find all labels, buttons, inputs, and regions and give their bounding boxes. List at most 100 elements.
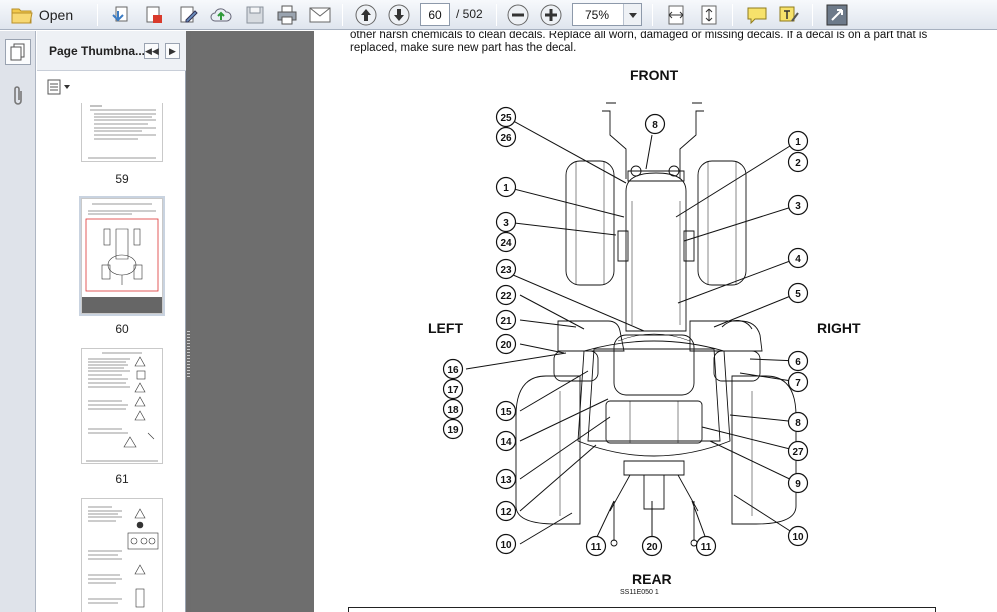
paperclip-icon (14, 86, 22, 105)
toolbar-separator (496, 4, 497, 26)
page-total: / 502 (456, 7, 483, 21)
body-text-line: other harsh chemicals to clean decals. R… (350, 31, 928, 41)
toolbar-separator (342, 4, 343, 26)
email-button[interactable] (307, 3, 333, 27)
highlight-button[interactable] (776, 3, 802, 27)
panel-splitter[interactable] (186, 31, 191, 612)
folder-icon (11, 8, 33, 24)
callout-17: 17 (447, 385, 459, 396)
callout-22: 22 (500, 291, 512, 302)
toolbar-separator (812, 4, 813, 26)
plus-circle-icon (540, 4, 562, 26)
page-preview (82, 199, 162, 313)
edit-button[interactable] (175, 3, 201, 27)
callout-10-right: 10 (792, 532, 804, 543)
thumbnail-page-60[interactable] (81, 198, 163, 314)
page-thumbnails-tab[interactable] (5, 39, 31, 65)
callout-20-left: 20 (500, 340, 512, 351)
callout-4: 4 (795, 254, 801, 265)
pages-icon (10, 43, 25, 61)
callout-8-right: 8 (795, 418, 801, 429)
cloud-upload-icon (210, 8, 232, 22)
callout-9: 9 (795, 479, 801, 490)
highlighter-icon (779, 6, 799, 22)
thumbnails-panel: Page Thumbna... ◀◀ ▶ 59 (37, 31, 217, 612)
callout-13: 13 (500, 475, 512, 486)
figure-code: SS11E050 1 (620, 589, 659, 596)
save-button[interactable] (242, 3, 268, 27)
attachments-tab[interactable] (5, 83, 31, 109)
panel-header: Page Thumbna... ◀◀ ▶ (37, 31, 186, 71)
speech-bubble-icon (747, 7, 767, 25)
body-text-line: replaced, make sure new part has the dec… (350, 42, 577, 54)
toolbar-separator (97, 4, 98, 26)
left-label: LEFT (428, 320, 463, 336)
panel-title: Page Thumbna... (49, 44, 146, 58)
thumbnail-options-button[interactable] (47, 79, 73, 97)
callout-21: 21 (500, 316, 512, 327)
callout-23: 23 (500, 265, 512, 276)
rear-label: REAR (632, 571, 672, 587)
close-panel-button[interactable]: ▶ (165, 43, 180, 59)
callout-24: 24 (500, 238, 512, 249)
callout-8-front: 8 (652, 120, 658, 131)
save-disk-icon (246, 6, 264, 24)
document-page: other harsh chemicals to clean decals. R… (314, 31, 997, 612)
open-button[interactable]: Open (4, 3, 80, 27)
callout-12: 12 (500, 507, 512, 518)
callout-3-left: 3 (503, 218, 509, 229)
callout-6: 6 (795, 357, 801, 368)
envelope-icon (309, 7, 331, 23)
zoom-select[interactable]: 75% (572, 3, 642, 26)
splitter-grip[interactable] (187, 331, 190, 379)
page-preview (86, 352, 158, 462)
callout-5: 5 (795, 289, 801, 300)
callout-3-right: 3 (795, 201, 801, 212)
fit-page-icon (701, 5, 717, 25)
previous-page-button[interactable] (353, 3, 379, 27)
toolbar-separator (652, 4, 653, 26)
export-button[interactable] (108, 3, 134, 27)
thumbnail-label: 60 (115, 322, 129, 336)
arrow-up-circle-icon (355, 4, 377, 26)
callout-11-right: 11 (701, 542, 712, 553)
navigation-rail (0, 31, 36, 612)
chevron-down-icon[interactable] (623, 4, 641, 25)
page-preview (88, 506, 159, 608)
create-pdf-button[interactable] (141, 3, 167, 27)
callout-26: 26 (500, 133, 512, 144)
edit-document-icon (180, 6, 198, 23)
fit-page-button[interactable] (696, 3, 722, 27)
zoom-in-button[interactable] (538, 3, 564, 27)
thumbnail-page-61[interactable] (81, 348, 163, 464)
right-label: RIGHT (817, 320, 861, 336)
print-button[interactable] (274, 3, 300, 27)
fit-width-button[interactable] (663, 3, 689, 27)
zoom-out-button[interactable] (505, 3, 531, 27)
expand-button[interactable] (823, 3, 851, 27)
collapse-panel-button[interactable]: ◀◀ (144, 43, 159, 59)
callout-7: 7 (795, 378, 801, 389)
upload-button[interactable] (208, 3, 234, 27)
decal-table (348, 607, 936, 612)
callout-25: 25 (500, 113, 512, 124)
next-page-button[interactable] (386, 3, 412, 27)
thumbnail-page-62[interactable] (81, 498, 163, 612)
fit-width-icon (668, 5, 684, 25)
zoom-value: 75% (585, 8, 610, 22)
comment-button[interactable] (744, 3, 770, 27)
callout-1-left: 1 (503, 183, 509, 194)
callout-2: 2 (795, 158, 801, 169)
open-label: Open (38, 7, 74, 23)
callout-20-rear: 20 (646, 542, 658, 553)
thumbnail-page-59[interactable] (81, 103, 163, 162)
thumbnail-label: 61 (115, 472, 129, 486)
callout-19: 19 (447, 425, 459, 436)
arrow-down-circle-icon (388, 4, 410, 26)
front-label: FRONT (630, 67, 679, 83)
printer-icon (277, 5, 297, 25)
page-number-input[interactable]: 60 (420, 3, 450, 26)
callout-18: 18 (447, 405, 459, 416)
create-pdf-icon (146, 6, 162, 23)
thumbnail-list: 59 60 (45, 103, 171, 612)
